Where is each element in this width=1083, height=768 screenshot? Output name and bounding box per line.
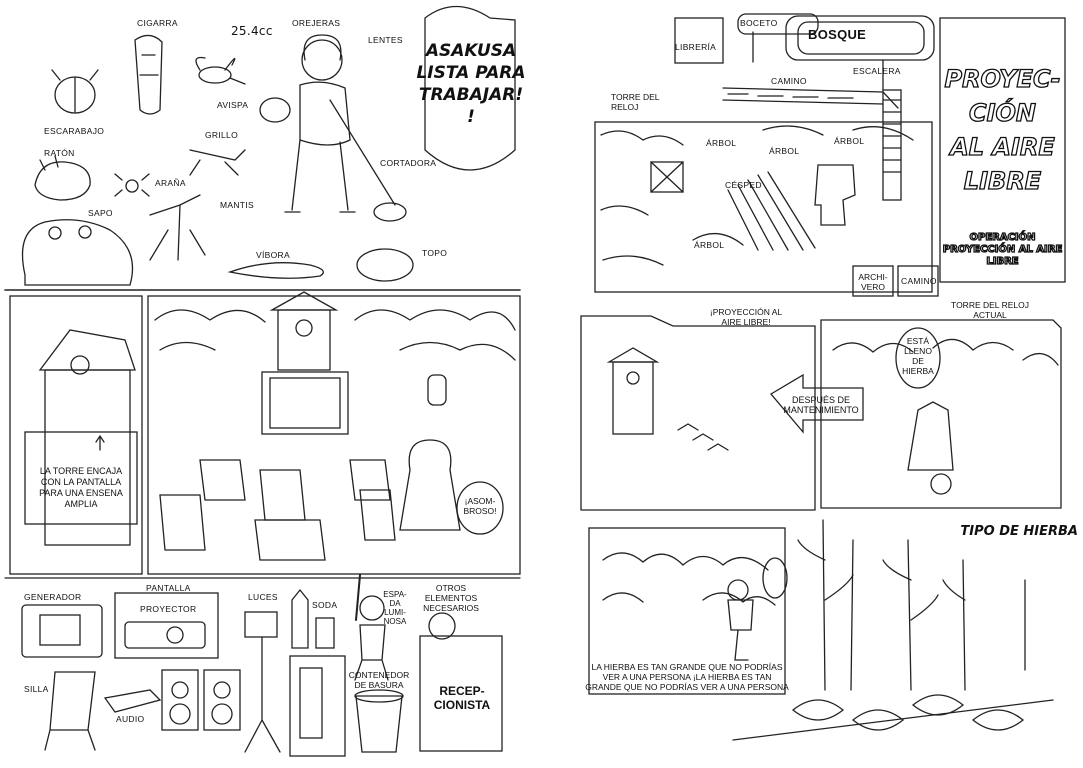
otros-line: OTROS (435, 583, 467, 593)
caption-proyeccion-aire: ¡PROYECCIÓN AL AIRE LIBRE! (691, 307, 801, 327)
title-line: CIÓN (968, 98, 1037, 127)
caption-line: VER A UNA PERSONA ¡LA HIERBA ES TAN (602, 672, 772, 682)
sign-line: AMPLIA (64, 499, 98, 509)
caption-hierba-grande: LA HIERBA ES TAN GRANDE QUE NO PODRÍAS V… (567, 662, 807, 692)
label-lentes: LENTES (368, 35, 403, 45)
espada-line: DA (389, 599, 401, 608)
subtitle-line: LIBRE (986, 255, 1020, 267)
map-label-arbol-2: ÁRBOL (769, 146, 800, 156)
label-escarabajo: ESCARABAJO (44, 126, 105, 136)
bubble-line: HIERBA (902, 366, 934, 376)
caption-line: ¡PROYECCIÓN AL (709, 307, 783, 317)
label-silla: SILLA (24, 684, 49, 694)
archivero-line: VERO (860, 282, 886, 292)
sign-line: PARA UNA ENSENA (39, 488, 123, 498)
label-recepcionista: RECEP- CIONISTA (424, 684, 500, 712)
label-generador: GENERADOR (24, 592, 82, 602)
arrow-line: MANTENIMIENTO (783, 405, 859, 415)
otros-line: ELEMENTOS (424, 593, 478, 603)
bubble-asombroso: ¡ASOM- BROSO! (458, 496, 502, 516)
map-label-cesped: CÉSPED (725, 180, 762, 190)
title-proyeccion: PROYEC- CIÓN AL AIRE LIBRE (940, 62, 1065, 198)
bubble-line: ¡ASOM- (464, 496, 496, 506)
contenedor-line: DE BASURA (354, 680, 404, 690)
label-otros: OTROS ELEMENTOS NECESARIOS (415, 583, 487, 613)
label-avispa: AVISPA (217, 100, 249, 110)
caption-torre-actual: TORRE DEL RELOJ ACTUAL (925, 300, 1055, 320)
label-proyector: PROYECTOR (140, 604, 197, 614)
sign-line: CON LA PANTALLA (40, 477, 122, 487)
label-cc: 25.4cc (231, 24, 273, 38)
espada-line: ESPA- (383, 590, 407, 599)
caption-line: AIRE LIBRE! (721, 317, 771, 327)
bubble-line: ESTÁ (906, 336, 930, 346)
subtitle-line: OPERACIÓN (969, 231, 1036, 243)
left-page-sketches (4, 5, 521, 757)
bubble-line: LLENO (904, 346, 932, 356)
map-label-boceto: BOCETO (740, 18, 778, 28)
bubble-lleno-hierba: ESTÁ LLENO DE HIERBA (896, 336, 940, 376)
label-contenedor: CONTENEDOR DE BASURA (344, 670, 414, 690)
caption-line: ACTUAL (973, 310, 1007, 320)
label-cigarra: CIGARRA (137, 18, 178, 28)
right-page: LIBRERÍA BOCETO BOSQUE CAMINO ESCALERA T… (553, 0, 1083, 768)
arrow-line: DESPUÉS DE (791, 395, 851, 405)
torre-line: TORRE DEL (611, 92, 660, 102)
otros-line: NECESARIOS (423, 603, 479, 613)
map-label-libreria: LIBRERÍA (675, 42, 717, 52)
label-topo: TOPO (422, 248, 448, 258)
title-line: AL AIRE (950, 132, 1056, 161)
label-soda: SODA (312, 600, 338, 610)
subtitle-operacion: OPERACIÓN PROYECCIÓN AL AIRE LIBRE (940, 231, 1065, 268)
tower-sign-text: LA TORRE ENCAJA CON LA PANTALLA PARA UNA… (27, 466, 135, 510)
headline-line: ! (467, 107, 475, 127)
archivero-line: ARCHI- (858, 272, 888, 282)
right-page-sketches (580, 13, 1066, 741)
label-luces: LUCES (248, 592, 278, 602)
label-audio: AUDIO (116, 714, 145, 724)
headline-line: LISTA PARA (416, 63, 526, 83)
map-label-torre: TORRE DEL RELOJ (611, 92, 663, 112)
label-espada: ESPA- DA LUMI- NOSA (381, 590, 409, 626)
map-label-archivero: ARCHI- VERO (855, 272, 891, 292)
subtitle-line: PROYECCIÓN AL AIRE (942, 243, 1063, 255)
caption-line: GRANDE QUE NO PODRÍAS VER A UNA PERSONA (585, 682, 789, 692)
map-label-escalera: ESCALERA (853, 66, 901, 76)
contenedor-line: CONTENEDOR (348, 670, 410, 680)
bubble-line: DE (912, 356, 924, 366)
map-label-camino-top: CAMINO (771, 76, 807, 86)
label-cortadora: CORTADORA (380, 158, 437, 168)
label-grillo: GRILLO (205, 130, 238, 140)
caption-line: LA HIERBA ES TAN GRANDE QUE NO PODRÍAS (591, 662, 783, 672)
label-raton: RATÓN (44, 148, 75, 158)
headline-line: ASAKUSA (425, 41, 517, 61)
torre-line: RELOJ (611, 102, 639, 112)
title-line: LIBRE (963, 166, 1042, 195)
heading-tipo-hierba: TIPO DE HIERBA (960, 524, 1078, 539)
sign-line: LA TORRE ENCAJA (39, 466, 123, 476)
map-label-arbol-1: ÁRBOL (706, 138, 737, 148)
map-label-arbol-4: ÁRBOL (694, 240, 725, 250)
left-page: CIGARRA 25.4cc OREJERAS LENTES AVISPA ES… (0, 0, 530, 768)
espada-line: NOSA (383, 617, 407, 626)
label-sapo: SAPO (88, 208, 113, 218)
label-pantalla: PANTALLA (146, 583, 191, 593)
map-label-camino-bottom: CAMINO (901, 276, 937, 286)
espada-line: LUMI- (384, 608, 406, 617)
label-mantis: MANTIS (220, 200, 254, 210)
bubble-line: BROSO! (463, 506, 497, 516)
title-line: PROYEC- (944, 64, 1061, 93)
label-vibora: VÍBORA (256, 250, 290, 260)
recep-line: CIONISTA (433, 698, 491, 712)
headline-asakusa: ASAKUSA LISTA PARA TRABAJAR! ! (416, 40, 526, 128)
map-label-arbol-3: ÁRBOL (834, 136, 865, 146)
label-arana: ARAÑA (155, 178, 186, 188)
caption-line: TORRE DEL RELOJ (951, 300, 1029, 310)
headline-line: TRABAJAR! (418, 85, 524, 105)
recep-line: RECEP- (439, 684, 485, 698)
map-label-bosque: BOSQUE (808, 27, 867, 42)
arrow-despues-mantenimiento: DESPUÉS DE MANTENIMIENTO (779, 395, 863, 415)
label-orejeras: OREJERAS (292, 18, 341, 28)
